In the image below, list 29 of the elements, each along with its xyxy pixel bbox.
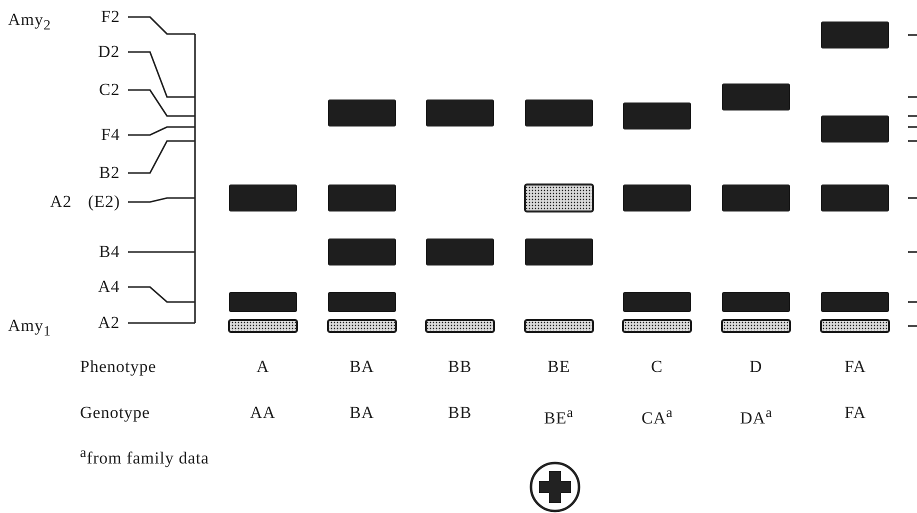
locus-label: Amy$_{1}$ <box>8 316 52 342</box>
lane-label: A <box>256 357 270 377</box>
lane-label: FA <box>844 357 866 377</box>
lane-label: BA <box>350 403 374 423</box>
band-label: C2 <box>99 80 120 100</box>
band-label: A2 <box>50 192 72 212</box>
lane-label: CA$^{a}$ <box>642 404 673 429</box>
lane-label: D <box>750 357 762 377</box>
lane-label: BA <box>350 357 374 377</box>
band-label: F4 <box>101 125 120 145</box>
locus-label: Amy$_{2}$ <box>8 10 52 36</box>
band-label: A4 <box>98 277 120 297</box>
row-label: Genotype <box>80 403 150 423</box>
lane-label: DA$^{a}$ <box>740 404 772 429</box>
lane-label: FA <box>844 403 866 423</box>
band-label: (E2) <box>88 192 120 212</box>
band-label: B4 <box>99 242 120 262</box>
lane-label: BE <box>548 357 570 377</box>
lane-label: BB <box>448 357 472 377</box>
band-label: D2 <box>98 42 120 62</box>
lane-label: BE$^{a}$ <box>544 404 574 429</box>
band-label: B2 <box>99 163 120 183</box>
band-label: F2 <box>101 7 120 27</box>
footnote: $^{a}$from family data <box>80 444 210 469</box>
band-label: A2 <box>98 313 120 333</box>
lane-label: BB <box>448 403 472 423</box>
row-label: Phenotype <box>80 357 156 377</box>
lane-label: C <box>651 357 663 377</box>
lane-label: AA <box>250 403 276 423</box>
